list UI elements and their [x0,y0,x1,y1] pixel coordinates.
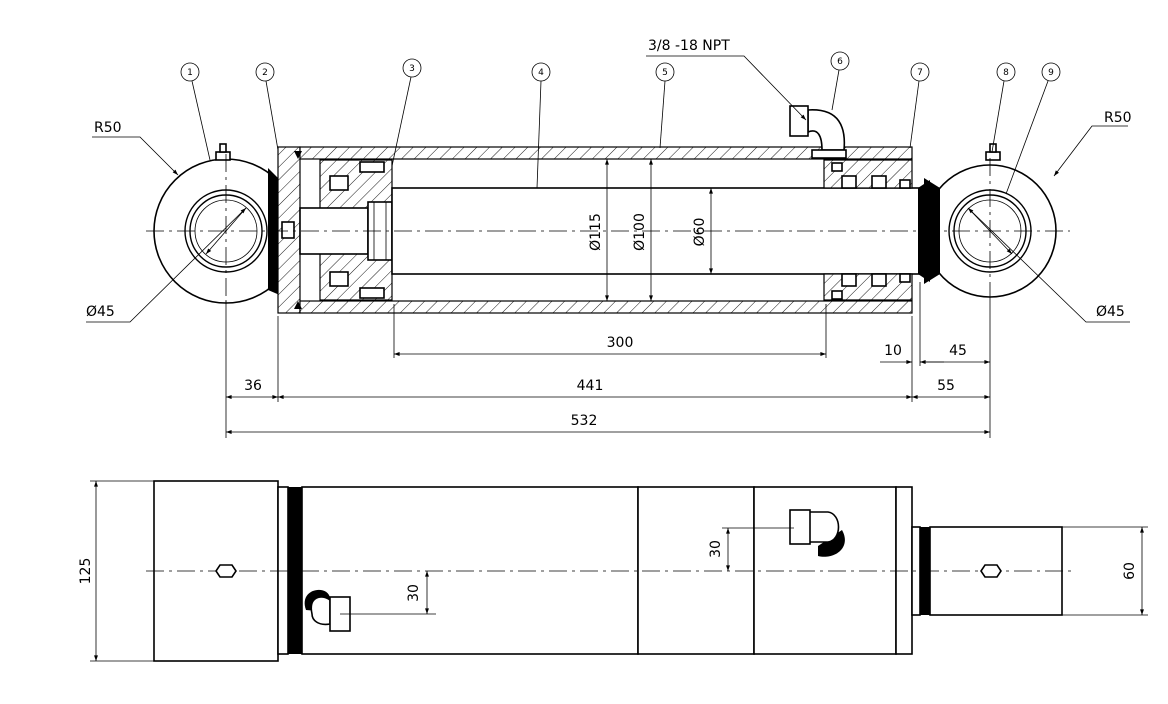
dia-bore-label: Ø100 [632,213,648,251]
svg-text:3: 3 [409,64,415,74]
dim-eye-offset: 45 [949,343,967,359]
radius-right-label: R50 [1104,110,1132,126]
dim-gap: 10 [884,343,902,359]
port-fitting [789,105,847,159]
dim-port-offset-b: 30 [708,540,724,558]
dia-rod-label: Ø60 [692,218,708,247]
balloon-4: 4 [531,62,551,189]
balloon-3: 3 [391,58,422,167]
dim-end-left: 36 [244,378,262,394]
svg-text:4: 4 [538,68,544,78]
section-view: Ø115 Ø100 Ø60 R50 R50 Ø45 Ø45 3/8 -18 NP… [86,38,1132,323]
dim-rod-height: 60 [1122,562,1138,580]
balloon-7: 7 [909,62,930,149]
dim-height: 125 [78,558,94,585]
svg-text:2: 2 [262,68,268,78]
svg-text:1: 1 [187,68,193,78]
plan-view: 125 30 30 60 [78,480,1148,662]
radius-left-label: R50 [94,120,122,136]
piston [299,159,393,301]
svg-text:9: 9 [1048,68,1054,78]
bore-left-label: Ø45 [86,304,115,320]
barrel-bottom-wall [299,300,913,314]
dim-stroke: 300 [607,335,634,351]
grease-nut-right [980,564,1002,578]
balloon-1: 1 [180,62,211,161]
dim-end-right: 55 [937,378,955,394]
gland [823,159,913,301]
balloon-9: 9 [1005,62,1061,195]
dim-overall: 532 [571,413,598,429]
part-balloons: 1 2 3 4 5 6 7 8 [180,51,1061,195]
balloon-8: 8 [991,62,1016,153]
plan-port-right [789,509,845,557]
svg-text:7: 7 [917,68,923,78]
port-label: 3/8 -18 NPT [648,38,730,54]
grease-nipple-left [215,143,231,161]
svg-text:6: 6 [837,57,843,67]
svg-text:8: 8 [1003,68,1009,78]
svg-text:5: 5 [662,68,668,78]
bore-right-label: Ø45 [1096,304,1125,320]
balloon-5: 5 [655,62,675,149]
dim-body-length: 441 [577,378,604,394]
grease-nut-left [215,564,237,578]
balloon-6: 6 [830,51,850,111]
dim-port-offset-a: 30 [406,584,422,602]
section-dimensions: 300 10 45 36 441 55 532 [225,282,991,438]
balloon-2: 2 [255,62,279,151]
dia-barrel-label: Ø115 [588,213,604,251]
